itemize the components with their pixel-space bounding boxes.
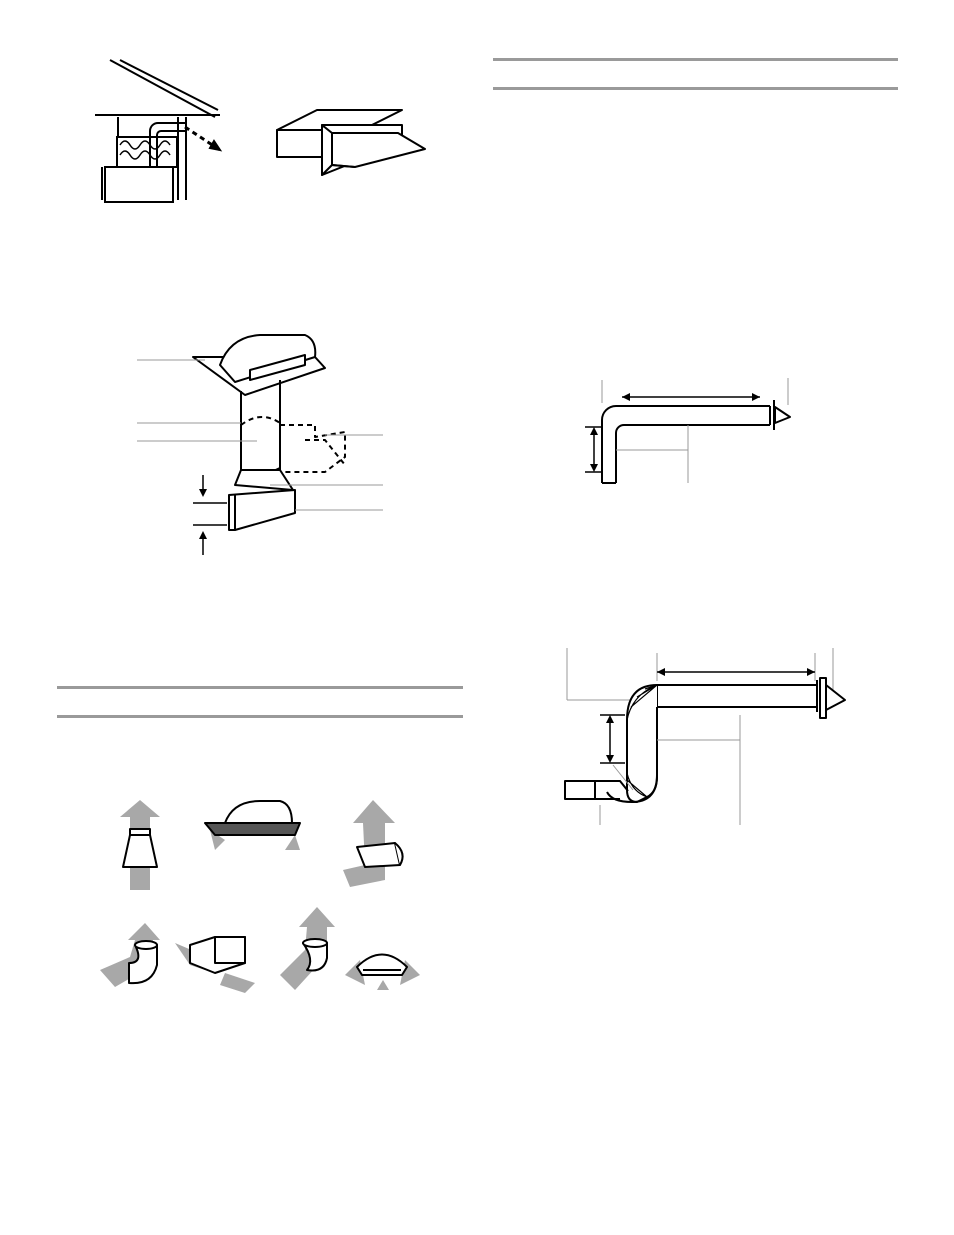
section-rule-left-bottom: [57, 715, 463, 718]
section-rule-left-top: [57, 686, 463, 689]
wall-cap-illustration: [270, 105, 430, 180]
duct-run-illustration-2: [555, 645, 860, 835]
elbow-90: [100, 923, 160, 987]
duct-run-illustration: [580, 375, 800, 490]
duct-assembly-illustration: [135, 325, 390, 560]
duct-fittings-illustration: [95, 795, 430, 1000]
attic-duct-illustration: [90, 55, 240, 205]
section-rule-right-top: [493, 58, 898, 61]
section-rule-right-bottom: [493, 87, 898, 90]
